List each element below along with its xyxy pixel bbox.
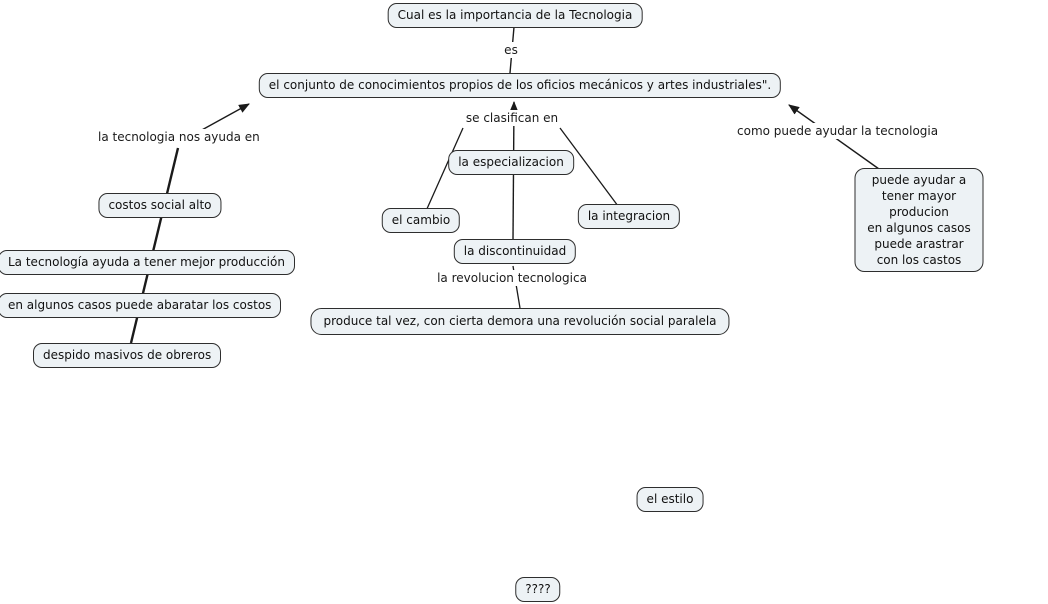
node-especializacion[interactable]: la especializacion xyxy=(448,150,574,175)
node-produce[interactable]: produce tal vez, con cierta demora una r… xyxy=(310,308,730,335)
node-mejor-produccion[interactable]: La tecnología ayuda a tener mejor produc… xyxy=(0,250,295,275)
node-costos-social[interactable]: costos social alto xyxy=(98,193,222,218)
node-unknown[interactable]: ???? xyxy=(515,577,561,602)
edge-clasifican-cambio xyxy=(425,127,464,212)
node-despido[interactable]: despido masivos de obreros xyxy=(33,343,222,368)
node-question[interactable]: Cual es la importancia de la Tecnologia xyxy=(387,3,643,28)
node-estilo[interactable]: el estilo xyxy=(636,487,704,512)
node-integracion[interactable]: la integracion xyxy=(577,204,681,229)
link-label-se-clasifican[interactable]: se clasifican en xyxy=(462,110,562,126)
edge-ayuda-definition xyxy=(199,103,250,132)
node-mayor-produccion[interactable]: puede ayudar a tener mayor producion en … xyxy=(854,168,984,272)
link-label-revolucion[interactable]: la revolucion tecnologica xyxy=(434,270,590,286)
link-label-es[interactable]: es xyxy=(501,42,521,58)
link-label-como-puede[interactable]: como puede ayudar la tecnologia xyxy=(734,123,942,139)
link-label-ayuda-en[interactable]: la tecnologia nos ayuda en xyxy=(95,129,263,145)
node-definition[interactable]: el conjunto de conocimientos propios de … xyxy=(258,73,782,98)
node-cambio[interactable]: el cambio xyxy=(381,208,461,233)
node-abaratar-costos[interactable]: en algunos casos puede abaratar los cost… xyxy=(0,293,282,318)
edge-clasifican-integracion xyxy=(559,127,619,207)
node-discontinuidad[interactable]: la discontinuidad xyxy=(453,239,577,264)
